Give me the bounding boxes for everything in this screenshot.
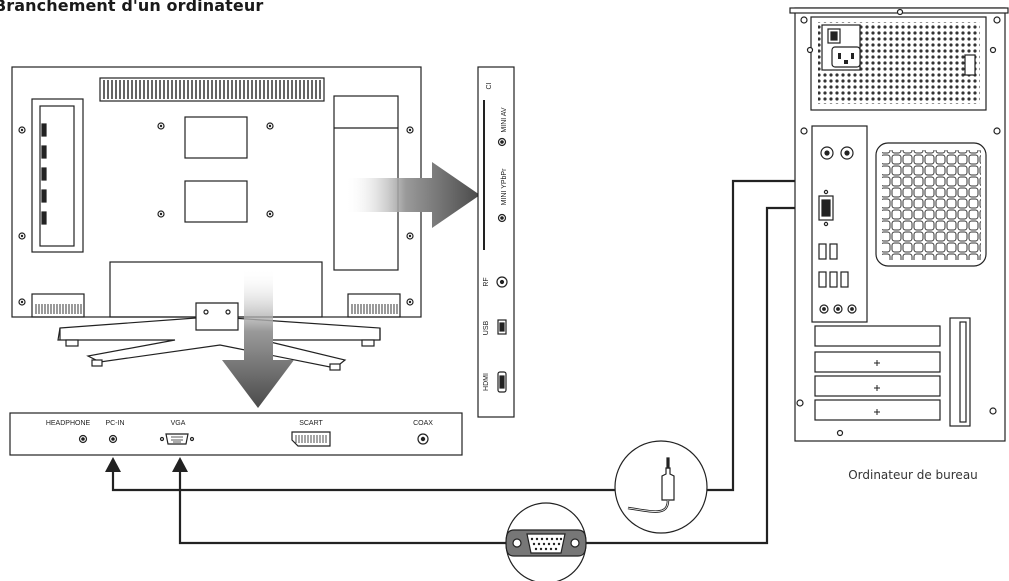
label-pc-in: PC-IN bbox=[105, 420, 124, 427]
label-coax: COAX bbox=[413, 420, 433, 427]
vga-cable-arrow bbox=[172, 457, 188, 472]
label-hdmi: HDMI bbox=[483, 373, 490, 391]
side-panel-labels: CI MINI AV MINI YPbPr RF USB HDMI bbox=[483, 82, 508, 391]
label-vga: VGA bbox=[171, 420, 186, 427]
vga-connector-icon bbox=[505, 502, 587, 581]
label-mini-ypbpr: MINI YPbPr bbox=[501, 168, 508, 205]
label-mini-av: MINI AV bbox=[501, 107, 508, 132]
side-connector-panel bbox=[477, 66, 515, 418]
label-headphone: HEADPHONE bbox=[46, 420, 91, 427]
bottom-panel-labels: HEADPHONE PC-IN VGA SCART COAX bbox=[46, 420, 433, 427]
page-title: Branchement d'un ordinateur bbox=[0, 0, 264, 15]
tv-stand bbox=[57, 302, 381, 371]
vga-cable bbox=[178, 206, 812, 545]
label-rf: RF bbox=[483, 277, 490, 286]
audio-cable bbox=[111, 179, 812, 492]
arrow-right-icon bbox=[345, 162, 480, 228]
label-usb: USB bbox=[483, 320, 490, 335]
audio-jack-icon bbox=[614, 440, 708, 534]
desktop-computer bbox=[789, 7, 1009, 442]
bottom-connector-panel bbox=[9, 412, 463, 456]
label-scart: SCART bbox=[299, 420, 323, 427]
label-ci: CI bbox=[486, 82, 493, 89]
audio-cable-arrow bbox=[105, 457, 121, 472]
computer-caption: Ordinateur de bureau bbox=[848, 468, 978, 482]
arrow-down-icon bbox=[222, 268, 294, 408]
